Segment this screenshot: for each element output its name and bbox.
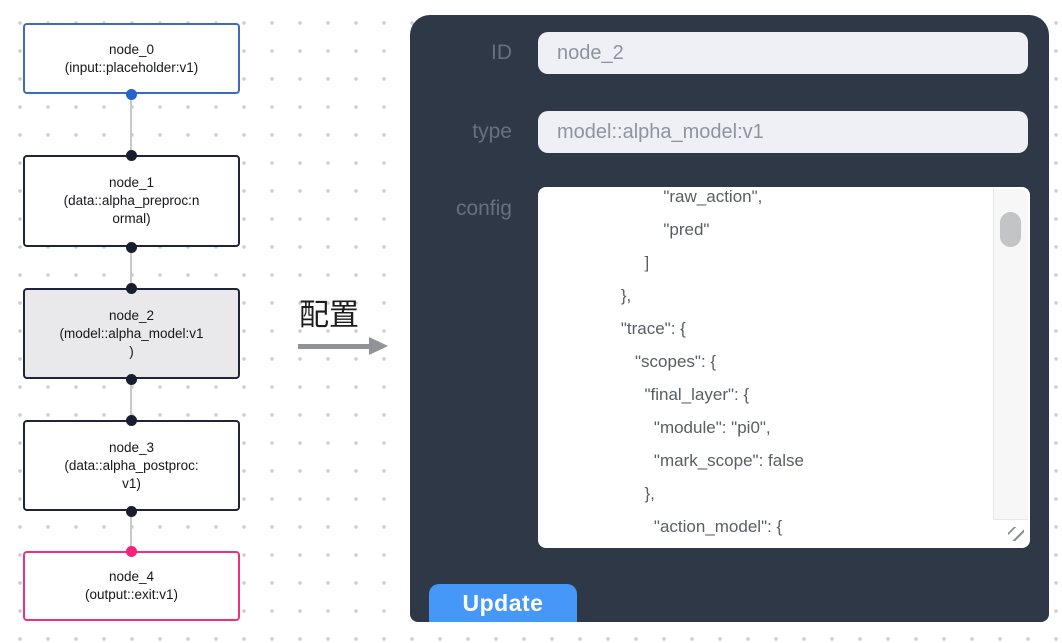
node-label: node_2 [108, 307, 155, 323]
node-label: (model::alpha_model:v1 [59, 325, 204, 341]
flow-node-node_3[interactable]: node_3 (data::alpha_postproc: v1) [23, 420, 240, 511]
node-label: v1) [122, 475, 141, 491]
node-label: ) [129, 343, 134, 359]
config-scrollbar-thumb[interactable] [1000, 212, 1021, 247]
edge-node0-node1 [130, 94, 132, 155]
node-label: node_1 [108, 175, 155, 190]
edge-node1-node2 [130, 247, 132, 288]
flow-node-node_0[interactable]: node_0 (input::placeholder:v1) [23, 23, 240, 94]
config-textarea[interactable]: "raw_action", "pred" ] }, "trace": { "sc… [538, 187, 1030, 548]
port-out-node_0[interactable] [126, 89, 137, 100]
node-label: (data::alpha_postproc: [64, 457, 199, 473]
edge-node3-node4 [130, 511, 132, 551]
config-field-label: config [455, 197, 512, 220]
node-label: node_0 [108, 41, 155, 57]
node-label: node_4 [108, 569, 155, 584]
resize-grip-icon[interactable] [1008, 527, 1024, 541]
type-field-label: type [472, 120, 512, 143]
config-scrollbar-track[interactable] [993, 189, 1028, 520]
port-in-node_1[interactable] [126, 150, 137, 161]
config-json-text: "raw_action", "pred" ] }, "trace": { "sc… [620, 187, 804, 536]
port-out-node_3[interactable] [126, 506, 137, 517]
configure-arrow-head-icon [369, 337, 388, 355]
id-field-label: ID [491, 41, 512, 64]
configure-arrow-label: 配置 [299, 299, 359, 332]
flow-node-node_2-selected[interactable]: node_2 (model::alpha_model:v1 ) [23, 288, 240, 379]
id-input[interactable]: node_2 [538, 32, 1028, 74]
node-label: (input::placeholder:v1) [64, 59, 199, 75]
flow-node-node_4[interactable]: node_4 (output::exit:v1) [23, 551, 240, 621]
port-out-node_1[interactable] [126, 242, 137, 253]
edge-node2-node3 [130, 379, 132, 420]
update-button[interactable]: Update [429, 584, 577, 622]
config-scroll-corner [994, 519, 1028, 546]
node-label: ormal) [112, 211, 151, 226]
node-label: node_3 [108, 439, 155, 455]
node-label: (output::exit:v1) [84, 587, 179, 602]
port-in-node_4[interactable] [126, 546, 137, 557]
port-in-node_2[interactable] [126, 283, 137, 294]
flow-node-node_1[interactable]: node_1 (data::alpha_preproc:n ormal) [23, 155, 240, 247]
configure-arrow-line [298, 344, 370, 349]
node-config-panel: ID node_2 type model::alpha_model:v1 con… [410, 15, 1049, 622]
port-in-node_3[interactable] [126, 415, 137, 426]
port-out-node_2[interactable] [126, 374, 137, 385]
type-input[interactable]: model::alpha_model:v1 [538, 111, 1028, 153]
node-label: (data::alpha_preproc:n [63, 193, 200, 208]
